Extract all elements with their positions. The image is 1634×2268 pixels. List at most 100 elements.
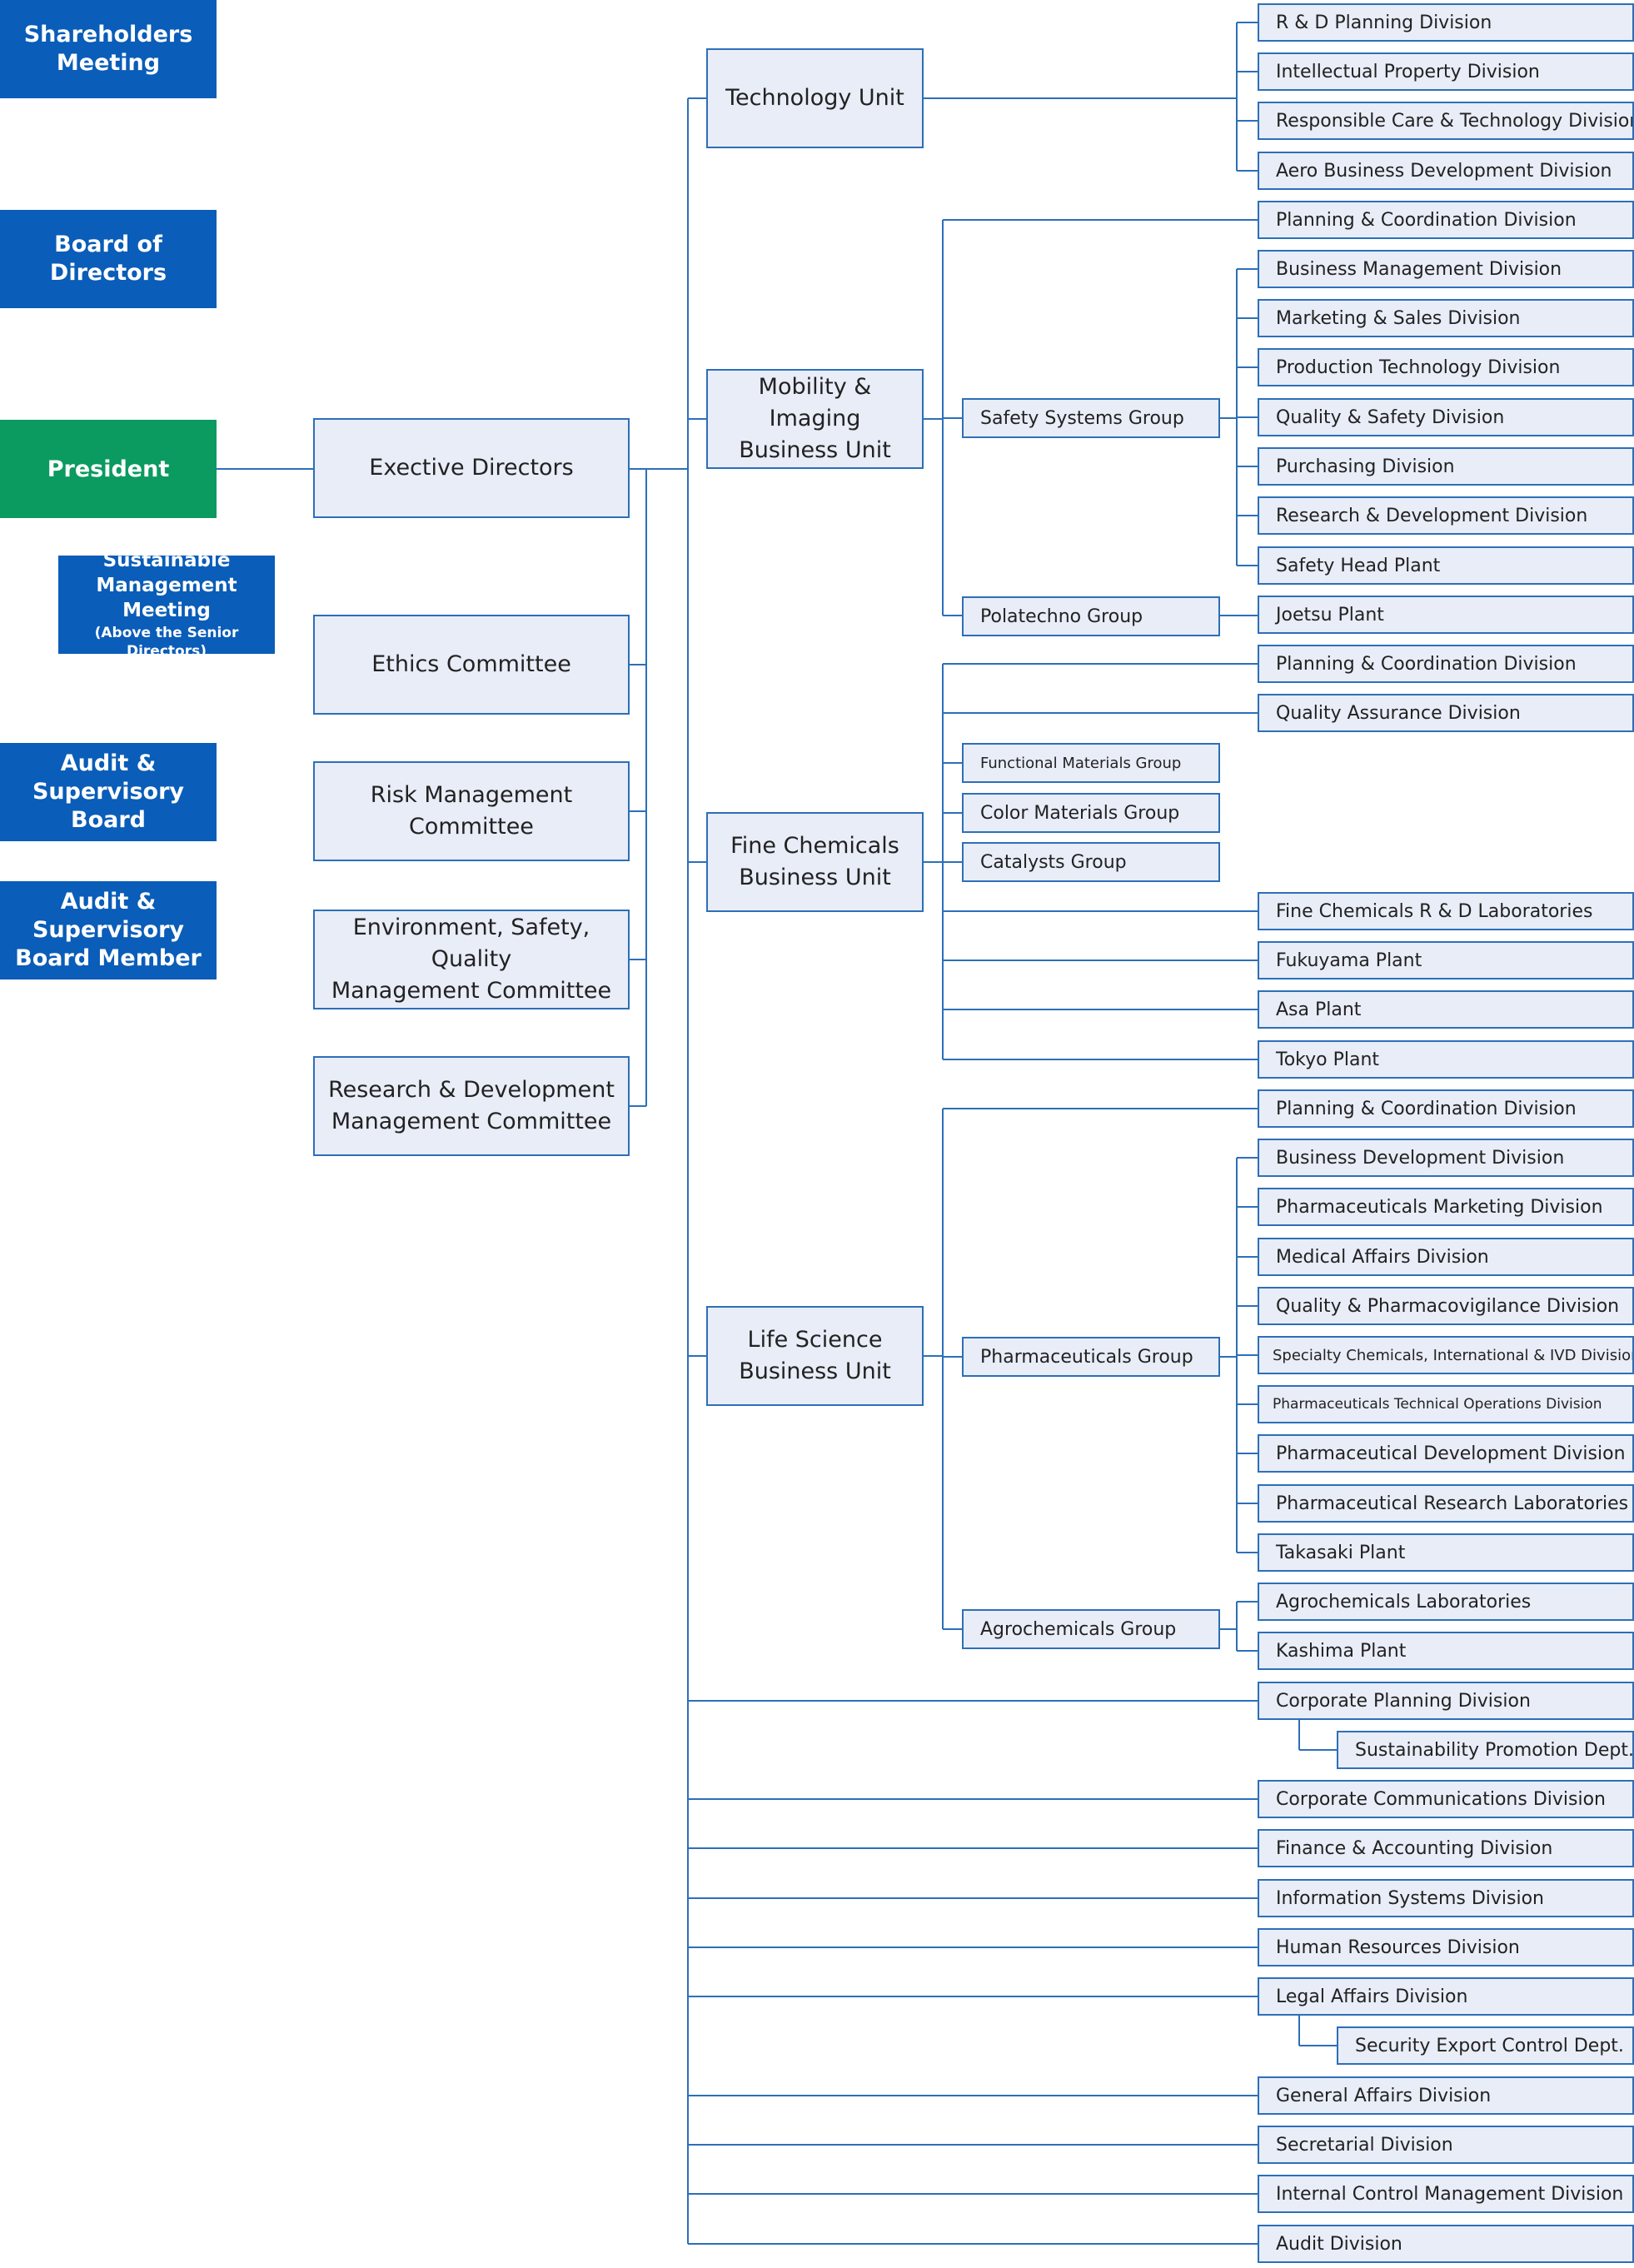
label-line: Committee: [409, 814, 534, 840]
division-box: Information Systems Division: [1258, 1879, 1634, 1917]
division-label: Medical Affairs Division: [1276, 1246, 1489, 1268]
division-label: Asa Plant: [1276, 999, 1362, 1020]
division-label: Security Export Control Dept.: [1355, 2035, 1624, 2056]
division-box: Planning & Coordination Division: [1258, 1089, 1634, 1128]
division-box: Security Export Control Dept.: [1337, 2026, 1634, 2065]
label-line: Color Materials Group: [980, 802, 1180, 824]
label-line: Audit & Supervisory: [32, 750, 184, 805]
division-box: Quality Assurance Division: [1258, 694, 1634, 732]
division-box: Business Development Division: [1258, 1139, 1634, 1177]
division-box: Responsible Care & Technology Division: [1258, 102, 1634, 140]
division-label: R & D Planning Division: [1276, 12, 1492, 33]
division-label: Secretarial Division: [1276, 2134, 1453, 2156]
division-label: Aero Business Development Division: [1276, 160, 1612, 182]
division-box: Intellectual Property Division: [1258, 52, 1634, 91]
division-label: Sustainability Promotion Dept.: [1355, 1739, 1634, 1761]
label-line: Functional Materials Group: [980, 754, 1182, 772]
label-line: Board Member: [15, 945, 202, 971]
president-box: President: [0, 420, 217, 518]
division-box: Quality & Pharmacovigilance Division: [1258, 1287, 1634, 1325]
division-label: Corporate Communications Division: [1276, 1788, 1606, 1810]
label-line: Management Committee: [331, 1109, 612, 1134]
label-line: Directors: [49, 260, 167, 286]
label-line: Catalysts Group: [980, 851, 1127, 873]
division-box: Production Technology Division: [1258, 348, 1634, 386]
division-box: Audit Division: [1258, 2225, 1634, 2263]
division-label: Quality & Safety Division: [1276, 406, 1505, 428]
label-line: Business Unit: [739, 865, 891, 890]
division-label: Safety Head Plant: [1276, 555, 1441, 576]
division-box: Planning & Coordination Division: [1258, 201, 1634, 239]
division-label: Joetsu Plant: [1276, 604, 1384, 626]
division-box: Fukuyama Plant: [1258, 941, 1634, 979]
division-box: Pharmaceutical Development Division: [1258, 1434, 1634, 1473]
division-box: R & D Planning Division: [1258, 3, 1634, 42]
division-box: Specialty Chemicals, International & IVD…: [1258, 1336, 1634, 1374]
label-line: Life Science: [747, 1327, 883, 1353]
division-box: Fine Chemicals R & D Laboratories: [1258, 892, 1634, 930]
division-label: Quality Assurance Division: [1276, 702, 1521, 724]
division-label: Responsible Care & Technology Division: [1276, 110, 1634, 132]
division-box: Joetsu Plant: [1258, 596, 1634, 634]
label-line: Management Meeting: [96, 574, 237, 621]
division-label: Internal Control Management Division: [1276, 2183, 1624, 2205]
division-label: Business Management Division: [1276, 258, 1562, 280]
division-box: Pharmaceutical Research Laboratories: [1258, 1484, 1634, 1523]
label-line: Environment, Safety, Quality: [352, 915, 590, 973]
division-label: Quality & Pharmacovigilance Division: [1276, 1295, 1620, 1317]
division-label: Kashima Plant: [1276, 1640, 1407, 1662]
label-line: Agrochemicals Group: [980, 1618, 1177, 1640]
division-box: Finance & Accounting Division: [1258, 1829, 1634, 1867]
label-line: Board of: [54, 232, 162, 258]
division-box: Aero Business Development Division: [1258, 152, 1634, 190]
label-line: Safety Systems Group: [980, 407, 1184, 429]
label-line: Mobility & Imaging: [758, 374, 872, 432]
division-label: Legal Affairs Division: [1276, 1986, 1468, 2007]
division-label: Planning & Coordination Division: [1276, 209, 1577, 231]
division-label: Specialty Chemicals, International & IVD…: [1273, 1346, 1634, 1364]
division-label: Agrochemicals Laboratories: [1276, 1591, 1532, 1613]
sustainable-management-meeting-box: Sustainable Management Meeting (Above th…: [58, 550, 275, 660]
division-label: Business Development Division: [1276, 1147, 1565, 1169]
division-label: Audit Division: [1276, 2233, 1402, 2255]
division-box: Asa Plant: [1258, 990, 1634, 1029]
division-box: Internal Control Management Division: [1258, 2175, 1634, 2213]
division-box: Tokyo Plant: [1258, 1040, 1634, 1079]
division-label: Takasaki Plant: [1276, 1542, 1406, 1563]
division-box: Kashima Plant: [1258, 1632, 1634, 1670]
agrochemicals-group-box: Agrochemicals Group: [962, 1609, 1220, 1649]
label-line: Polatechno Group: [980, 606, 1143, 627]
division-box: Pharmaceuticals Marketing Division: [1258, 1188, 1634, 1226]
label-line: Exective Directors: [369, 455, 574, 481]
division-label: Finance & Accounting Division: [1276, 1837, 1553, 1859]
technology-unit-box: Technology Unit: [706, 48, 924, 148]
label-line: Business Unit: [739, 1358, 891, 1384]
division-box: Corporate Planning Division: [1258, 1682, 1634, 1720]
catalysts-group-box: Catalysts Group: [962, 842, 1220, 882]
division-label: Pharmaceutical Research Laboratories: [1276, 1493, 1629, 1514]
division-box: Corporate Communications Division: [1258, 1780, 1634, 1818]
division-label: Research & Development Division: [1276, 505, 1588, 526]
division-label: Fukuyama Plant: [1276, 950, 1422, 971]
label-line: Pharmaceuticals Group: [980, 1346, 1193, 1368]
ethics-committee-box: Ethics Committee: [313, 615, 630, 715]
division-box: Planning & Coordination Division: [1258, 645, 1634, 683]
pharmaceuticals-group-box: Pharmaceuticals Group: [962, 1337, 1220, 1377]
division-box: Quality & Safety Division: [1258, 398, 1634, 436]
label-line: Audit & Supervisory: [32, 889, 184, 944]
division-label: Pharmaceutical Development Division: [1276, 1443, 1626, 1464]
division-label: Fine Chemicals R & D Laboratories: [1276, 900, 1593, 922]
executive-directors-box: Exective Directors: [313, 418, 630, 518]
division-label: General Affairs Division: [1276, 2085, 1492, 2106]
label-line: Shareholders: [23, 22, 193, 48]
division-label: Production Technology Division: [1276, 356, 1561, 378]
